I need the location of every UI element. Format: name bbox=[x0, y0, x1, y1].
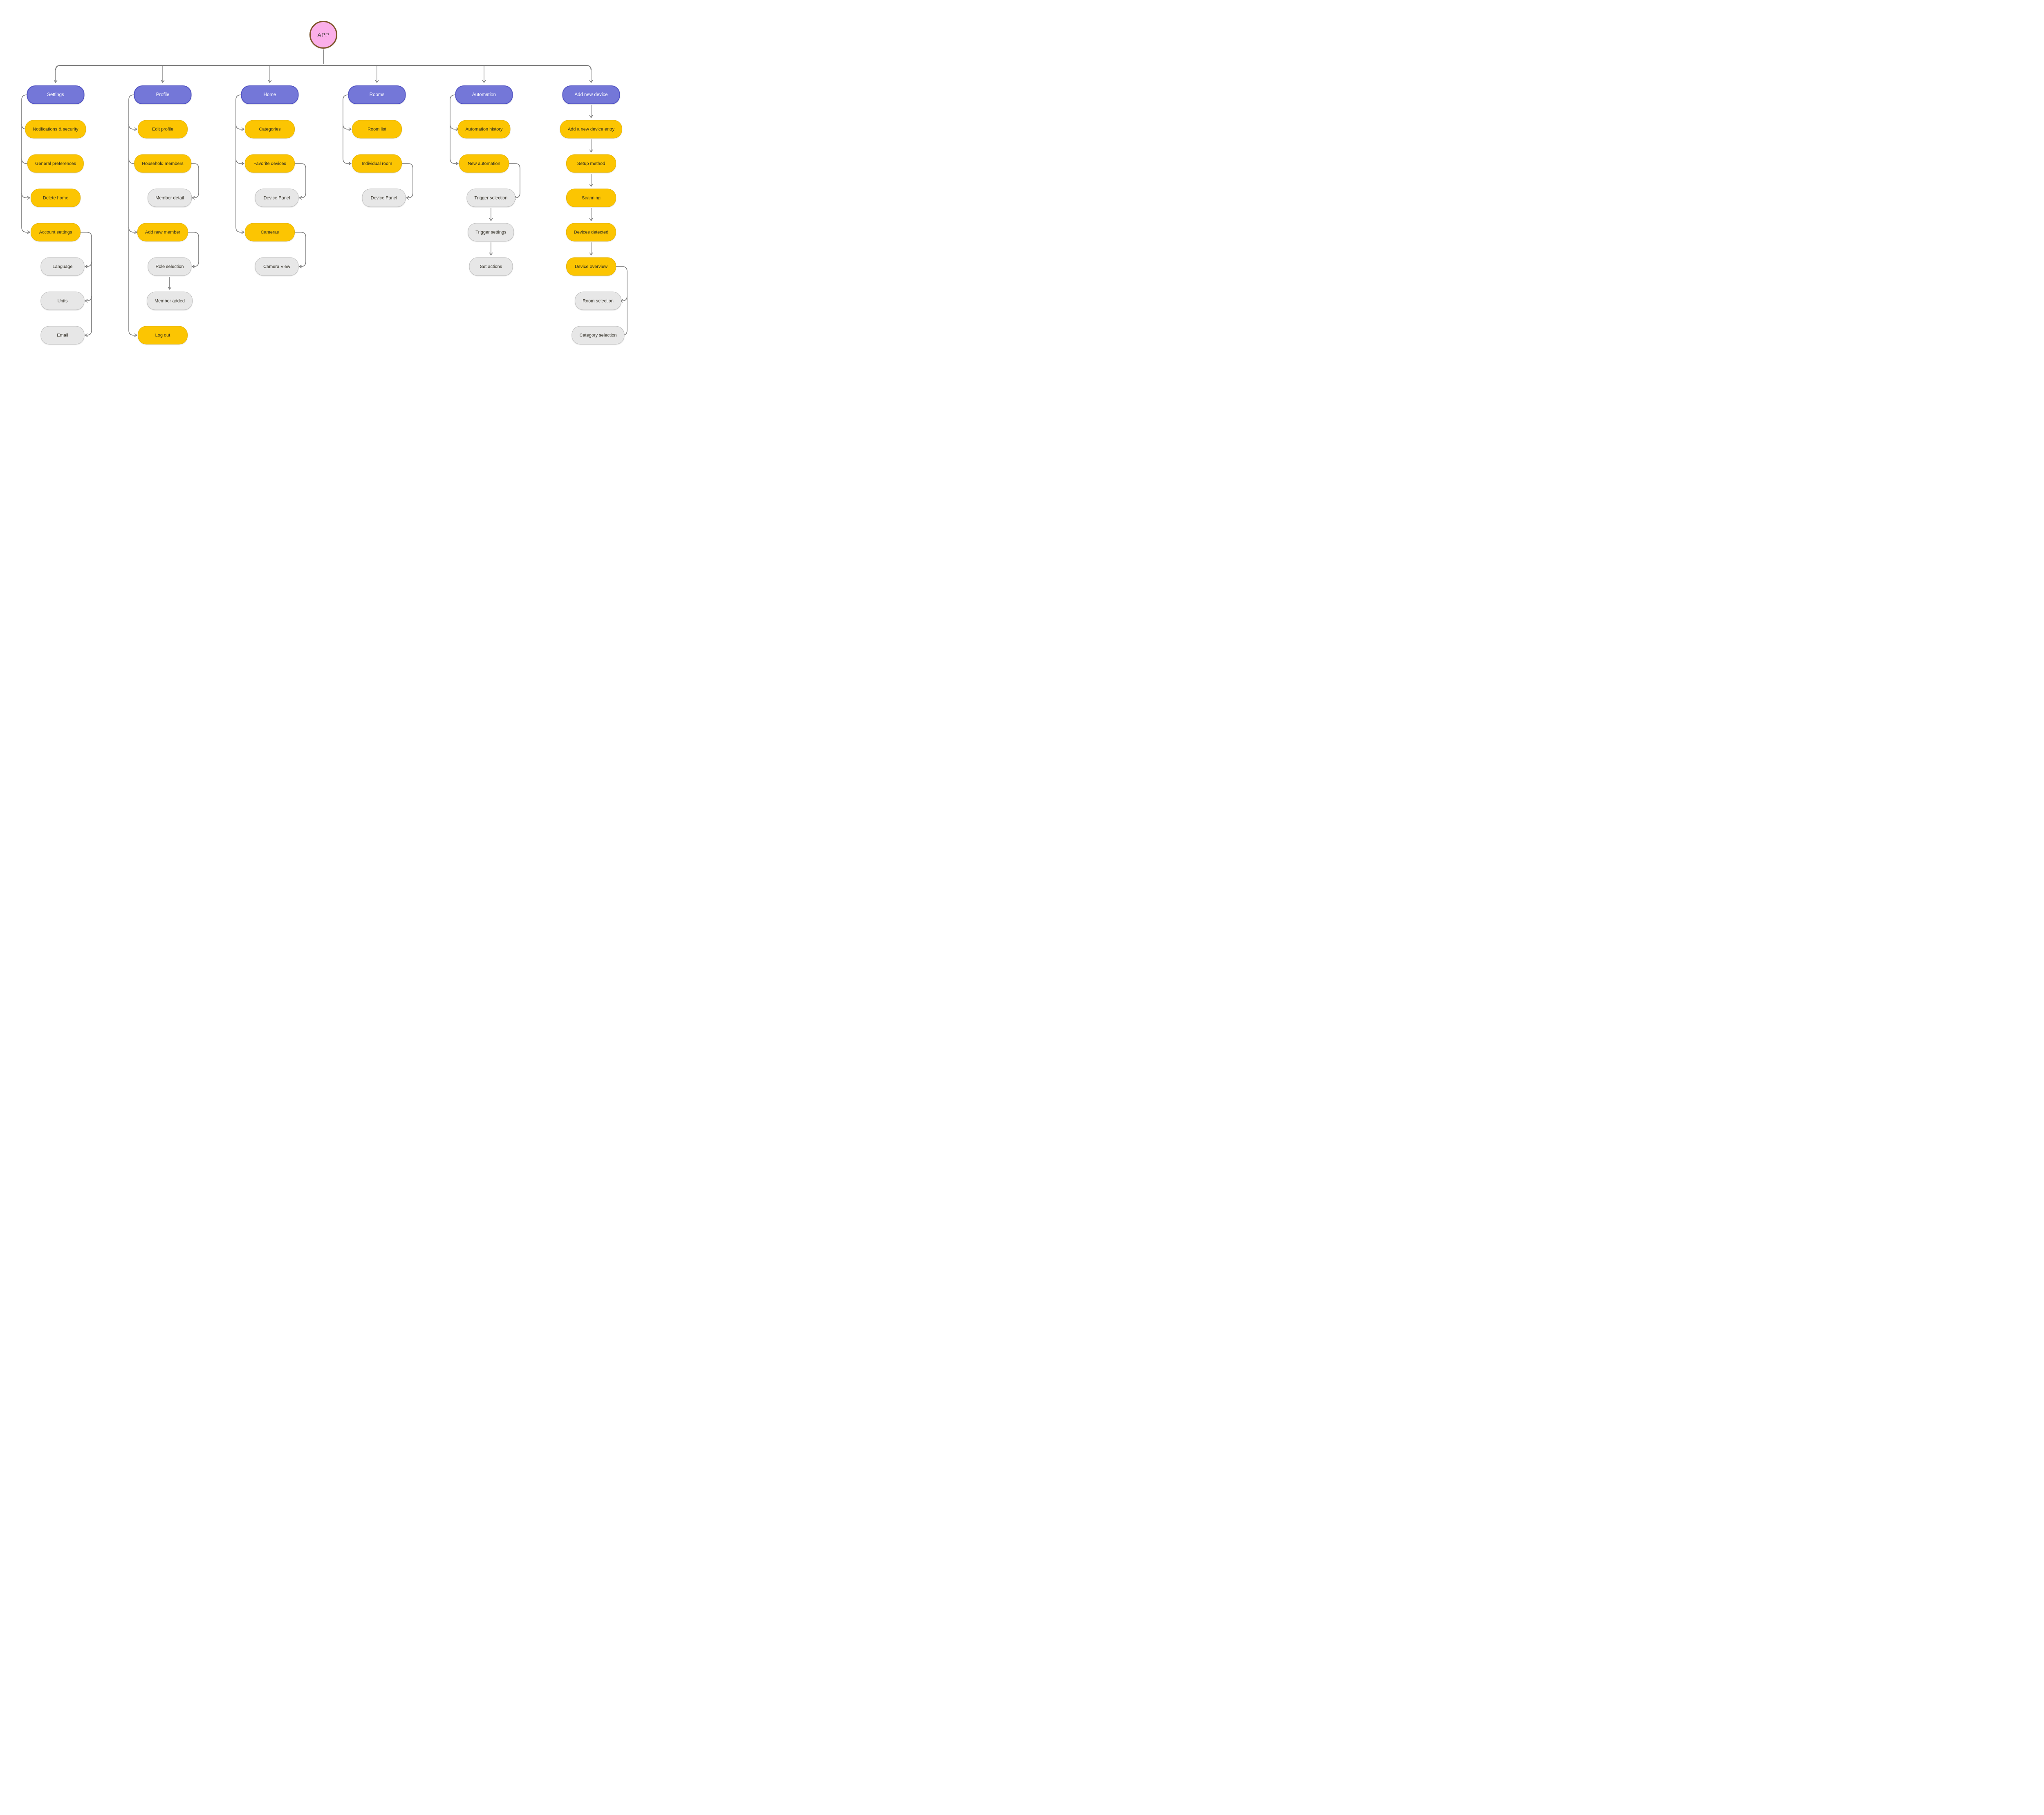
connector-settings-b2 bbox=[21, 158, 30, 166]
state-node-role-selection[interactable]: Role selection bbox=[148, 257, 192, 276]
state-node-set-actions[interactable]: Set actions bbox=[469, 257, 513, 276]
root-node-app[interactable]: APP bbox=[309, 21, 337, 49]
screen-node-account-settings[interactable]: Account settings bbox=[31, 223, 81, 242]
screen-node-edit-profile[interactable]: Edit profile bbox=[138, 120, 188, 139]
connector-newauto-feed bbox=[509, 163, 520, 200]
connector-automation-b1 bbox=[450, 124, 459, 131]
connector-overview-b1 bbox=[620, 296, 628, 303]
connector-layer bbox=[21, 49, 628, 337]
screen-node-automation-history[interactable]: Automation history bbox=[457, 120, 511, 139]
screen-node-categories[interactable]: Categories bbox=[245, 120, 295, 139]
screen-node-general-preferences[interactable]: General preferences bbox=[27, 154, 84, 173]
state-node-email[interactable]: Email bbox=[40, 326, 85, 345]
connector-home-b1 bbox=[235, 124, 244, 131]
connector-account-b1 bbox=[85, 261, 92, 269]
screen-node-device-overview[interactable]: Device overview bbox=[566, 257, 616, 276]
connector-home-b2 bbox=[235, 158, 244, 166]
sitemap-diagram: APP Settings Notifications & security Ge… bbox=[0, 0, 648, 363]
screen-node-individual-room[interactable]: Individual room bbox=[352, 154, 402, 173]
state-node-trigger-settings[interactable]: Trigger settings bbox=[468, 223, 514, 242]
connector-individual-feed bbox=[402, 163, 413, 200]
state-node-room-selection[interactable]: Room selection bbox=[575, 291, 621, 310]
branch-node-profile[interactable]: Profile bbox=[134, 85, 192, 104]
screen-node-new-automation[interactable]: New automation bbox=[459, 154, 509, 173]
connector-rooms-spine bbox=[343, 94, 352, 166]
connector-favorites-feed bbox=[295, 163, 306, 200]
connector-cameras-feed bbox=[295, 232, 306, 269]
screen-node-setup-method[interactable]: Setup method bbox=[566, 154, 616, 173]
screen-node-log-out[interactable]: Log out bbox=[138, 326, 188, 345]
state-node-member-added[interactable]: Member added bbox=[147, 291, 193, 310]
state-node-language[interactable]: Language bbox=[40, 257, 85, 276]
connector-home-spine bbox=[235, 94, 244, 234]
state-node-device-panel-home[interactable]: Device Panel bbox=[255, 188, 299, 207]
branch-node-rooms[interactable]: Rooms bbox=[348, 85, 406, 104]
state-node-trigger-selection[interactable]: Trigger selection bbox=[466, 188, 515, 207]
screen-node-scanning[interactable]: Scanning bbox=[566, 188, 616, 207]
state-node-device-panel-rooms[interactable]: Device Panel bbox=[362, 188, 406, 207]
connector-profile-b2 bbox=[128, 158, 137, 166]
connector-profile-b3 bbox=[128, 227, 137, 234]
branch-node-home[interactable]: Home bbox=[241, 85, 299, 104]
branch-node-settings[interactable]: Settings bbox=[27, 85, 85, 104]
screen-node-devices-detected[interactable]: Devices detected bbox=[566, 223, 616, 242]
connector-top-bus bbox=[55, 65, 592, 71]
screen-node-room-list[interactable]: Room list bbox=[352, 120, 402, 139]
branch-node-automation[interactable]: Automation bbox=[455, 85, 513, 104]
screen-node-favorite-devices[interactable]: Favorite devices bbox=[245, 154, 295, 173]
connector-account-feed bbox=[81, 232, 92, 337]
screen-node-add-new-member[interactable]: Add new member bbox=[137, 223, 188, 242]
screen-node-delete-home[interactable]: Delete home bbox=[31, 188, 81, 207]
branch-node-add-new-device[interactable]: Add new device bbox=[562, 85, 620, 104]
connector-profile-b1 bbox=[128, 124, 137, 131]
connector-addmember-feed bbox=[188, 232, 199, 269]
state-node-camera-view[interactable]: Camera View bbox=[255, 257, 299, 276]
screen-node-cameras[interactable]: Cameras bbox=[245, 223, 295, 242]
screen-node-notifications-security[interactable]: Notifications & security bbox=[25, 120, 86, 139]
screen-node-add-device-entry[interactable]: Add a new device entry bbox=[560, 120, 623, 139]
connector-profile-spine bbox=[128, 94, 137, 337]
connector-household-feed bbox=[188, 163, 199, 200]
state-node-units[interactable]: Units bbox=[40, 291, 85, 310]
connector-account-b2 bbox=[85, 296, 92, 303]
connector-settings-b3 bbox=[21, 193, 30, 200]
state-node-member-detail[interactable]: Member detail bbox=[148, 188, 192, 207]
screen-node-household-members[interactable]: Household members bbox=[134, 154, 191, 173]
connector-automation-spine bbox=[450, 94, 459, 166]
connector-rooms-b1 bbox=[343, 124, 352, 131]
connector-settings-spine bbox=[21, 94, 30, 234]
state-node-category-selection[interactable]: Category selection bbox=[572, 326, 625, 345]
